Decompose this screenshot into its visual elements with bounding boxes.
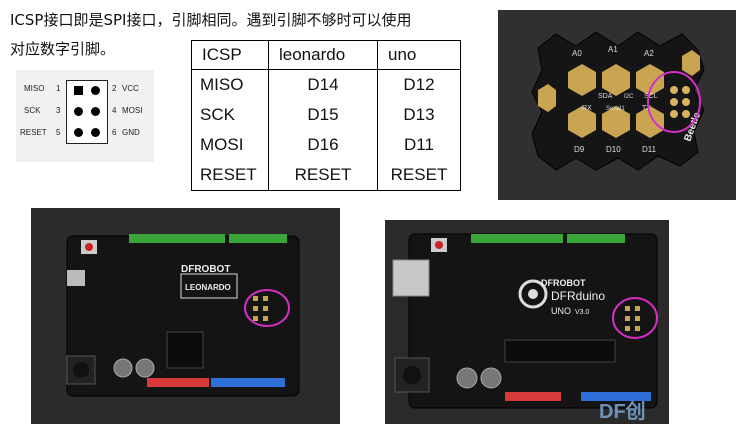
table-header-row: ICSP leonardo uno [191,40,461,70]
beetle-board-photo: A0 A1 A2 D9 D10 D11 SCL SDA RX TX Serial… [498,10,736,200]
pin-4 [91,107,100,116]
pin-label-sck: SCK [24,106,41,115]
leonardo-board-photo: DFROBOT LEONARDO [31,208,340,424]
pin-label-reset: RESET [20,128,47,137]
silk-d11: D11 [642,145,657,154]
pin-num-4: 4 [112,106,117,115]
intro-text: ICSP接口即是SPI接口，引脚相同。遇到引脚不够时可以使用 对应数字引脚。 [10,6,411,64]
uno-board-photo: DFROBOT DFRduino UNO V3.0 DF创 [385,220,669,424]
silk-a2: A2 [644,49,654,58]
table-cell: RESET [191,160,269,191]
silk-d9: D9 [574,145,585,154]
pin-header-outline [66,80,108,144]
icsp-highlight-circle [612,297,658,339]
table-cell: RESET [268,160,378,191]
icsp-pin-table: ICSP leonardo uno MISO D14 D12 SCK D15 D… [191,40,461,191]
silk-tx: TX [642,105,651,112]
pin-1-square [74,86,83,95]
table-cell: RESET [377,160,461,191]
icsp-highlight-circle [647,71,701,133]
silk-sda: SDA [598,93,613,100]
table-cell: D14 [268,69,378,100]
leonardo-model-text: LEONARDO [185,283,231,292]
silk-scl: SCL [644,93,658,100]
table-cell: D15 [268,100,378,130]
icsp-pinout-diagram: MISO 1 SCK 3 RESET 5 2 VCC 4 MOSI 6 GND [16,70,154,162]
table-cell: D11 [377,130,461,160]
pin-label-miso: MISO [24,84,45,93]
uno-version-text: V3.0 [575,309,590,316]
pin-label-vcc: VCC [122,84,139,93]
uno-sub-text: UNO [551,306,571,316]
silk-rx: RX [582,105,592,112]
pin-num-6: 6 [112,128,117,137]
table-cell: SCK [191,100,269,130]
table-row: MOSI D16 D11 [191,130,461,160]
col-header-icsp: ICSP [191,40,269,70]
silk-serial1: Serial1 [606,106,625,112]
pin-label-gnd: GND [122,128,140,137]
leonardo-brand-text: DFROBOT [181,264,230,275]
pin-num-5: 5 [56,128,61,137]
intro-line-1: ICSP接口即是SPI接口，引脚相同。遇到引脚不够时可以使用 [10,11,412,29]
df-watermark: DF创 [599,399,646,423]
icsp-highlight-circle [244,289,290,327]
table-row: SCK D15 D13 [191,100,461,130]
col-header-leonardo: leonardo [268,40,378,70]
table-cell: D16 [268,130,378,160]
pin-2 [91,86,100,95]
intro-line-2: 对应数字引脚。 [10,40,116,58]
pin-6 [91,128,100,137]
silk-a0: A0 [572,49,582,58]
silk-i2c: I2C [624,94,634,100]
uno-model-text: DFRduino [551,289,605,303]
silk-d10: D10 [606,145,621,154]
table-cell: D13 [377,100,461,130]
table-cell: D12 [377,69,461,100]
table-row: RESET RESET RESET [191,160,461,191]
table-cell: MISO [191,69,269,100]
pin-num-1: 1 [56,84,61,93]
pin-num-2: 2 [112,84,117,93]
table-cell: MOSI [191,130,269,160]
uno-brand-text: DFROBOT [541,278,586,288]
pin-3 [74,107,83,116]
table-row: MISO D14 D12 [191,69,461,100]
silk-a1: A1 [608,45,618,54]
col-header-uno: uno [377,40,461,70]
pin-num-3: 3 [56,106,61,115]
pin-label-mosi: MOSI [122,106,143,115]
pin-5 [74,128,83,137]
